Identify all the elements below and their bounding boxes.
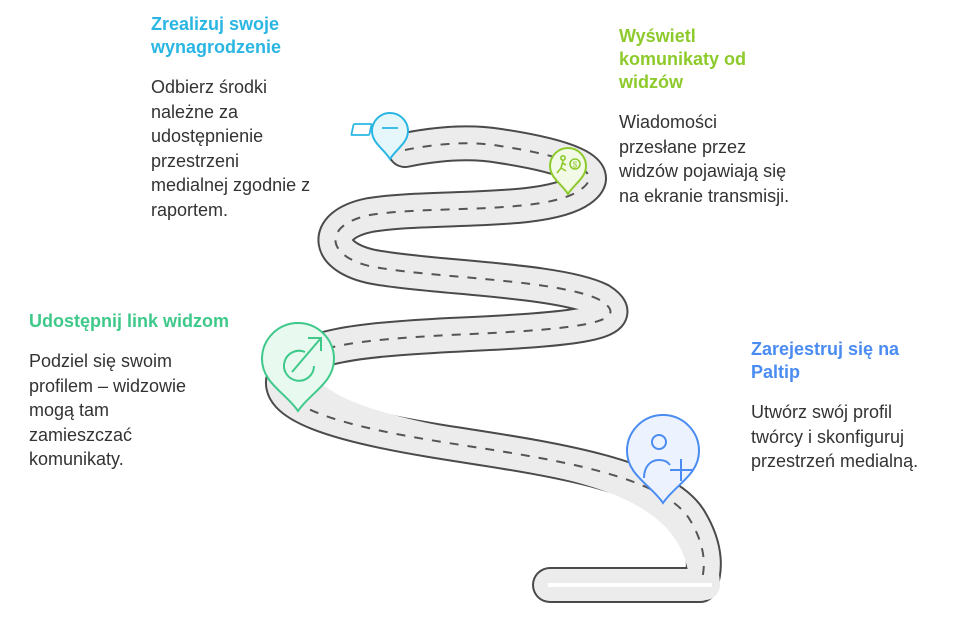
runner-with-coin-icon: $ [556, 155, 581, 174]
step-title: Wyświetl komunikaty od widzów [619, 26, 747, 92]
road-center-line [282, 142, 705, 586]
svg-text:$: $ [573, 161, 578, 170]
step-share-link: Udostępnij link widzom Podziel się swoim… [29, 310, 269, 472]
pin-credit-card [350, 111, 410, 161]
step-title: Zrealizuj swoje wynagrodzenie [151, 14, 282, 57]
pin-add-user [625, 413, 701, 505]
step-description: Podziel się swoim profilem – widzowie mo… [29, 351, 187, 469]
step-description: Odbierz środki należne za udostępnienie … [151, 77, 311, 220]
pin-share [260, 321, 336, 413]
share-arrow-icon [283, 337, 322, 382]
credit-card-icon [350, 123, 398, 136]
step-register: Zarejestruj się na Paltip Utwórz swój pr… [751, 338, 951, 474]
step-display-messages: Wyświetl komunikaty od widzów Wiadomości… [619, 25, 819, 208]
step-title: Udostępnij link widzom [29, 311, 230, 331]
pin-runner: $ [548, 146, 588, 196]
step-description: Utwórz swój profil twórcy i skonfiguruj … [751, 402, 919, 471]
step-receive-payment: Zrealizuj swoje wynagrodzenie Odbierz śr… [151, 13, 391, 222]
step-description: Wiadomości przesłane przez widzów pojawi… [619, 112, 790, 206]
step-title: Zarejestruj się na Paltip [751, 339, 900, 382]
add-user-icon [643, 434, 692, 481]
